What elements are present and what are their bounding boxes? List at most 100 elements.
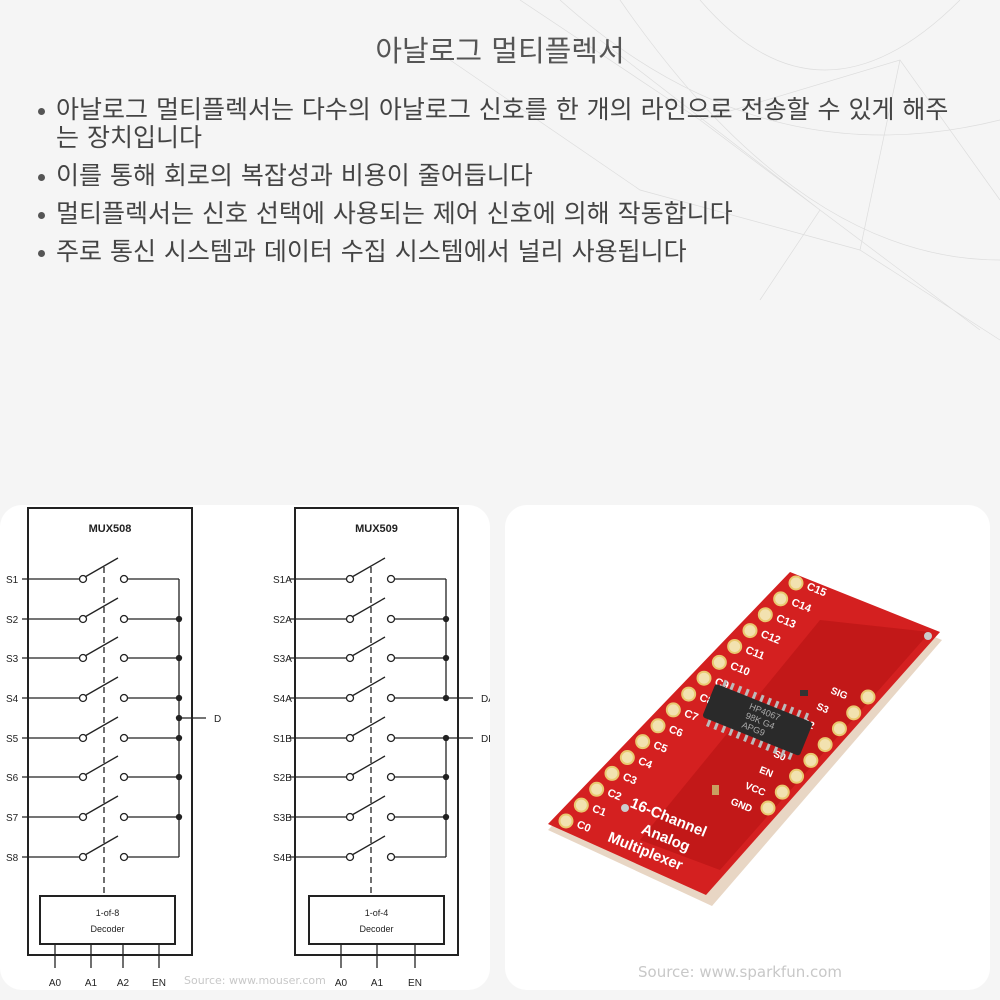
switch-lever [84, 716, 119, 737]
input-label: S1 [6, 575, 19, 586]
pin-label: EN [757, 765, 774, 780]
pin-label: C2 [606, 787, 624, 803]
pad [788, 575, 804, 591]
output-label: DA [481, 694, 490, 705]
switch-lever [84, 636, 119, 657]
decoder-label: 1-of-8 [96, 908, 120, 918]
pad [681, 686, 697, 702]
switch-contact [78, 693, 88, 703]
switch-contact [345, 772, 355, 782]
junction-dot [175, 773, 183, 781]
pad [573, 797, 589, 813]
pad [604, 765, 620, 781]
chip-outline [27, 507, 193, 956]
decoder-box [39, 895, 176, 945]
switch-contact [386, 693, 396, 703]
input-label: S3 [6, 654, 19, 665]
bullet-list: 아날로그 멀티플렉서는 다수의 아날로그 신호를 한 개의 라인으로 전송할 수… [36, 96, 966, 276]
input-label: S1A [273, 575, 292, 586]
junction-dot [175, 813, 183, 821]
decoder-label: 1-of-4 [365, 908, 389, 918]
pad [665, 702, 681, 718]
pad [711, 654, 727, 670]
photo-source: Source: www.sparkfun.com [638, 963, 843, 981]
switch-lever [351, 835, 386, 856]
switch-lever [351, 755, 386, 776]
switch-lever [84, 597, 119, 618]
switch-lever [351, 597, 386, 618]
switch-contact [78, 812, 88, 822]
mux-block [289, 507, 473, 968]
pad [589, 781, 605, 797]
junction-dot [175, 615, 183, 623]
pin-label: A2 [117, 978, 130, 989]
switch-lever [351, 716, 386, 737]
switch-contact [119, 614, 129, 624]
switch-contact [386, 852, 396, 862]
decoder-box [308, 895, 445, 945]
pad [650, 718, 666, 734]
bullet-item: 이를 통해 회로의 복잡성과 비용이 줄어듭니다 [36, 162, 966, 190]
pad [774, 784, 790, 800]
switch-lever [84, 557, 119, 578]
chip-outline [294, 507, 459, 956]
pin-label: C3 [621, 771, 639, 787]
pad [619, 750, 635, 766]
switch-lever [351, 636, 386, 657]
switch-lever [351, 557, 386, 578]
switch-contact [386, 733, 396, 743]
switch-contact [119, 812, 129, 822]
switch-contact [78, 733, 88, 743]
pin-label: C7 [682, 708, 700, 724]
pin-label: A0 [335, 978, 348, 989]
input-label: S1B [273, 734, 292, 745]
switch-contact [345, 852, 355, 862]
pin-label: A0 [49, 978, 62, 989]
switch-contact [119, 852, 129, 862]
junction-dot [442, 615, 450, 623]
pad [789, 768, 805, 784]
input-label: S2B [273, 773, 292, 784]
junction-dot [175, 654, 183, 662]
mux-title: MUX508 [89, 523, 132, 535]
junction-dot [442, 813, 450, 821]
pad [635, 734, 651, 750]
switch-lever [351, 795, 386, 816]
switch-contact [119, 733, 129, 743]
junction-dot [175, 694, 183, 702]
switch-contact [386, 574, 396, 584]
pin-label: EN [408, 978, 422, 989]
switch-lever [84, 755, 119, 776]
pad [860, 689, 876, 705]
switch-contact [345, 693, 355, 703]
bullet-item: 멀티플렉서는 신호 선택에 사용되는 제어 신호에 의해 작동합니다 [36, 200, 966, 228]
input-label: S5 [6, 734, 19, 745]
pcb-photo: C0C1C2C3C4C5C6C7C8C9C10C11C12C13C14C15SI… [548, 572, 942, 906]
diagram-source: Source: www.mouser.com [184, 974, 326, 987]
pin-label: A1 [371, 978, 384, 989]
switch-contact [386, 653, 396, 663]
mount-hole [924, 632, 932, 640]
smd-component [712, 785, 719, 795]
pad [742, 623, 758, 639]
input-label: S4 [6, 694, 19, 705]
pad [831, 721, 847, 737]
switch-contact [345, 733, 355, 743]
input-label: S4B [273, 853, 292, 864]
mux-block [22, 507, 206, 968]
input-label: S2A [273, 615, 292, 626]
pin-label: S3 [815, 701, 831, 716]
pad [773, 591, 789, 607]
switch-contact [119, 693, 129, 703]
switch-contact [119, 653, 129, 663]
input-label: S8 [6, 853, 19, 864]
switch-contact [345, 653, 355, 663]
switch-contact [78, 852, 88, 862]
switch-contact [119, 772, 129, 782]
decoder-label: Decoder [359, 924, 393, 934]
pin-label: C6 [667, 723, 685, 739]
